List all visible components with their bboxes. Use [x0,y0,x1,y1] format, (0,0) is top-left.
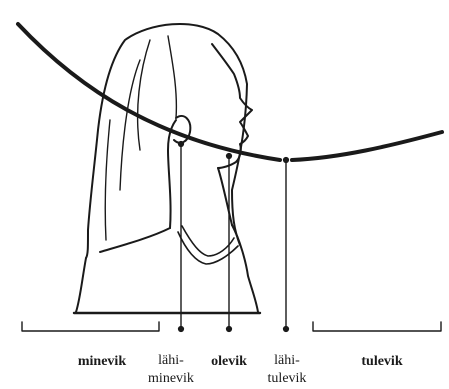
neck-back [168,120,176,228]
future-bracket [313,322,441,331]
present-marker-dot-bottom [226,326,231,331]
present-marker-dot-top [226,153,231,158]
past-bracket [22,322,159,331]
neck-front [218,168,232,225]
near-past-marker-dot-top [178,141,183,146]
hair-strands [105,36,176,240]
label-past: minevik [62,354,142,370]
label-future: tulevik [344,354,420,370]
near-future-marker-dot-bottom [283,326,288,331]
label-near-future-line2: tulevik [252,371,322,387]
time-arc-right [292,132,442,160]
near-past-marker-dot-bottom [178,326,183,331]
label-near-past-line1: lähi- [136,353,206,369]
woman-profile-illustration [74,24,260,313]
label-near-past-line2: minevik [136,371,206,387]
near-future-marker-dot-top [283,157,288,162]
shoulders [76,225,258,312]
label-near-future-line1: lähi- [252,353,322,369]
